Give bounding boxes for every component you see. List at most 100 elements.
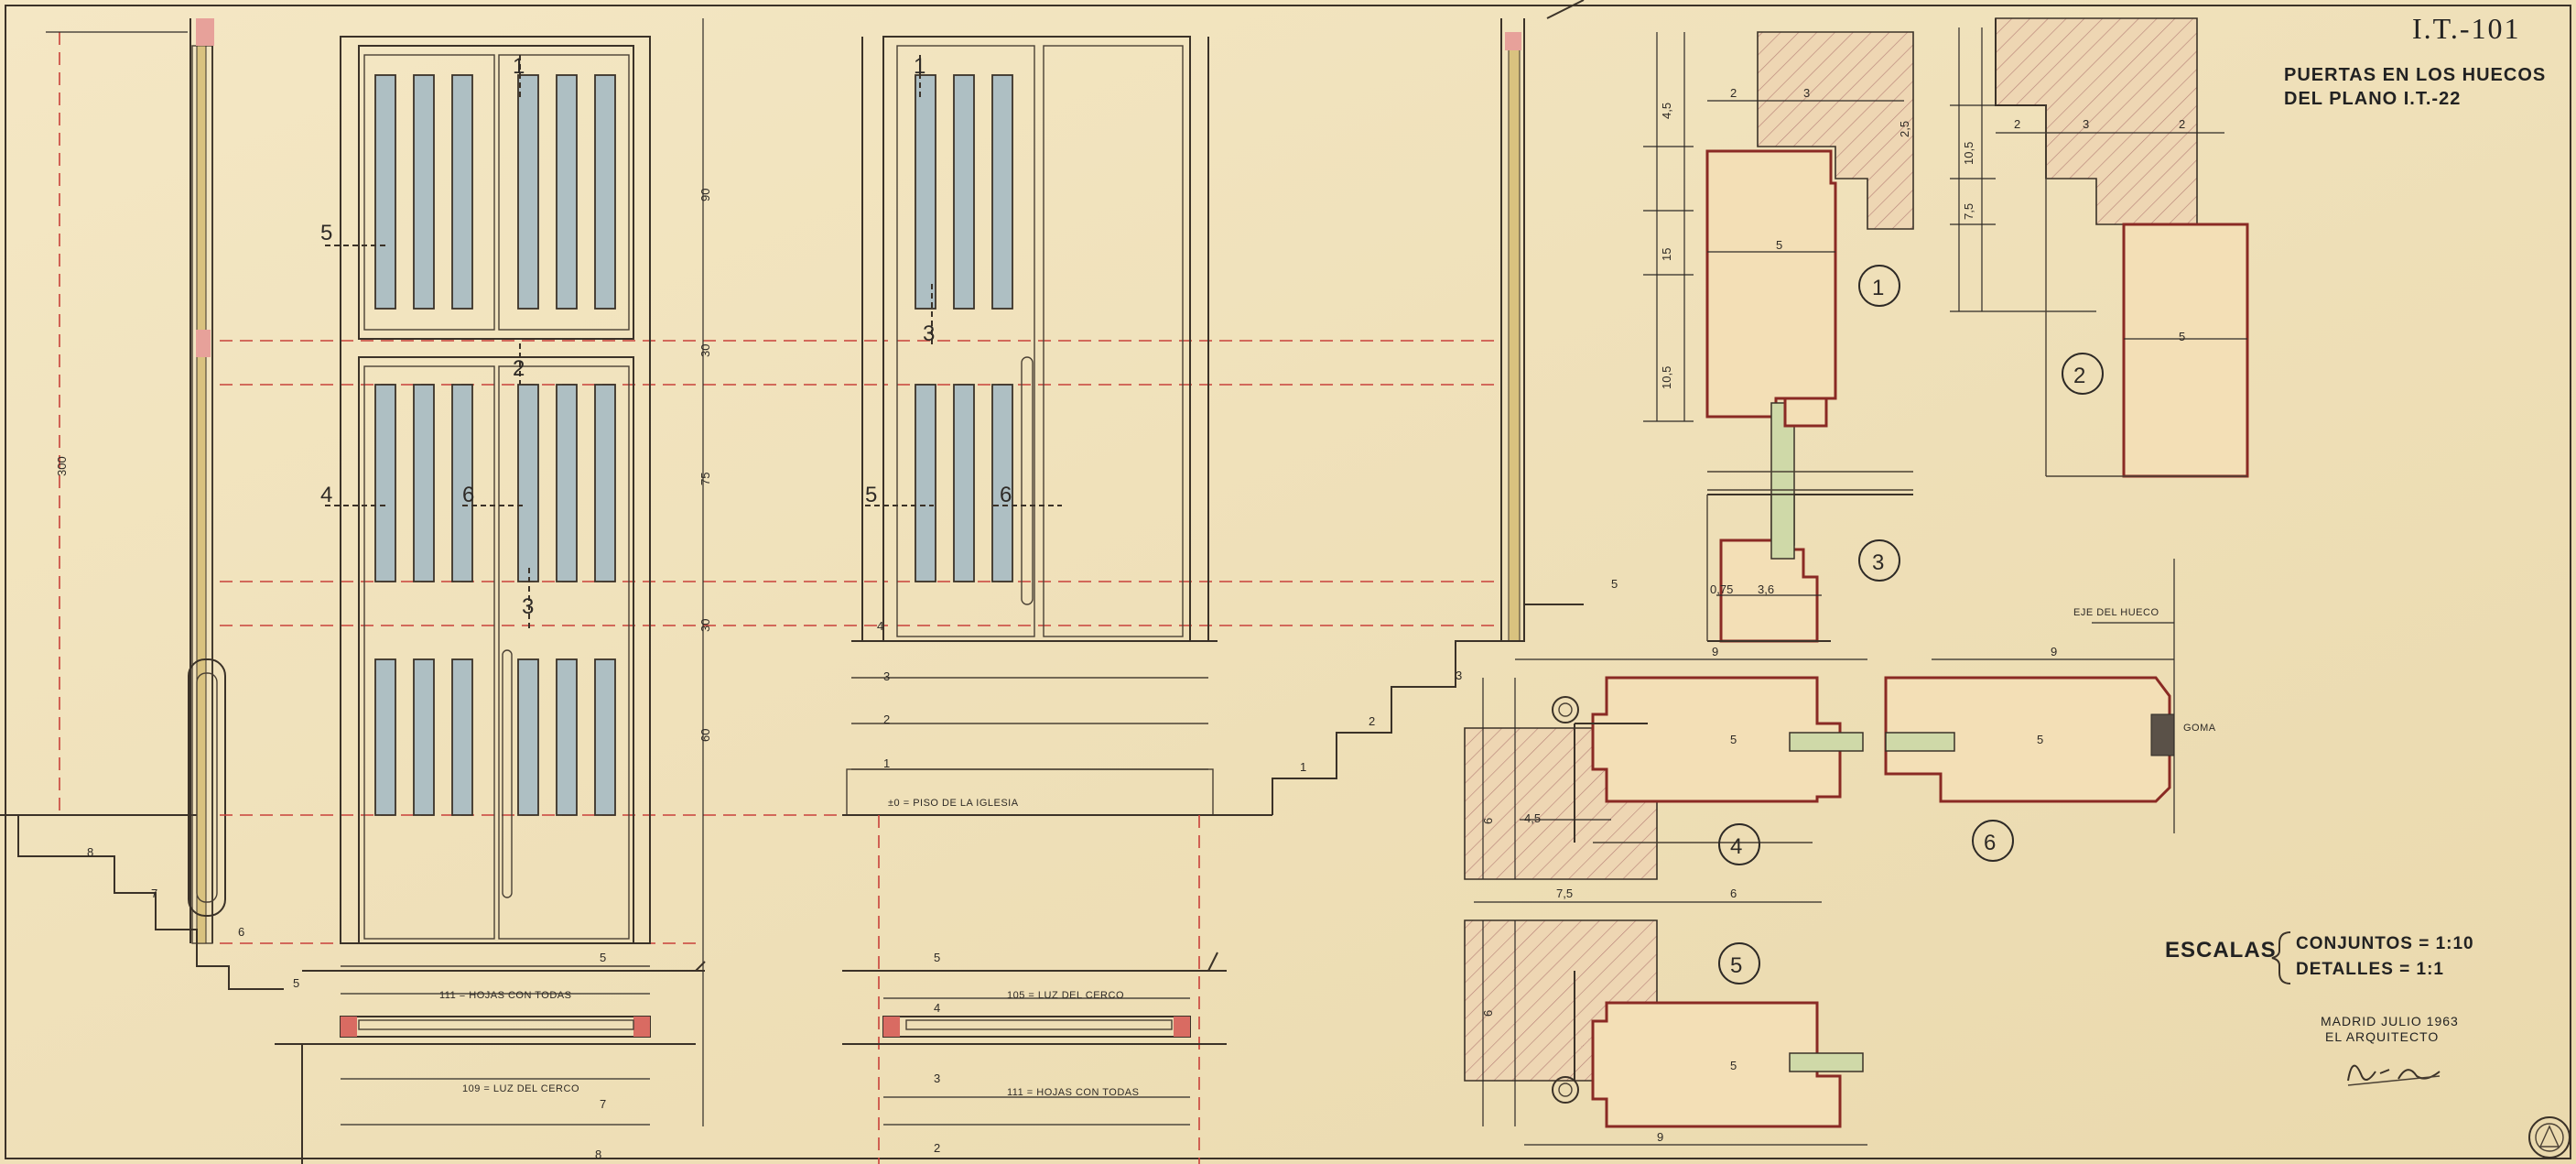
- section-mark-3a: 3: [522, 594, 534, 619]
- signature-block: MADRID JULIO 1963 EL ARQUITECTO: [2321, 1014, 2459, 1086]
- scale-conjuntos: CONJUNTOS = 1:10: [2296, 934, 2474, 953]
- detail-3-number: 3: [1872, 550, 1884, 575]
- dim-d2p-step5: 5: [934, 951, 940, 964]
- section-mark-6b: 6: [1000, 483, 1012, 507]
- dim-step-8b: 8: [595, 1148, 601, 1161]
- dim-60: 60: [698, 729, 712, 742]
- dim-d1-15: 15: [1660, 248, 1673, 261]
- door-2-elevation: [842, 36, 1272, 816]
- dim-height-300: 300: [55, 456, 69, 476]
- dim-30a: 30: [698, 344, 712, 357]
- section-mark-6a: 6: [462, 483, 474, 507]
- dim-d5-9: 9: [1657, 1130, 1663, 1144]
- section-mark-3b: 3: [923, 321, 935, 346]
- dim-d2d-5: 5: [2179, 330, 2185, 343]
- dim-d6-9: 9: [2051, 645, 2057, 658]
- scales-block: ESCALAS CONJUNTOS = 1:10 DETALLES = 1:1: [2165, 931, 2474, 985]
- detail-4: [1464, 658, 1867, 903]
- dim-st-5: 5: [1611, 577, 1618, 591]
- dim-d4-6: 6: [1730, 887, 1737, 900]
- center-lines: [220, 340, 1501, 944]
- note-luz-del-cerco-2: 105 = LUZ DEL CERCO: [1007, 990, 1124, 1001]
- detail-1-number: 1: [1872, 276, 1884, 300]
- dim-d1-3: 3: [1803, 86, 1810, 100]
- dim-d1-105: 10,5: [1660, 366, 1673, 389]
- note-goma: GOMA: [2183, 723, 2216, 734]
- section-marks-door1: [325, 55, 530, 632]
- detail-2-number: 2: [2073, 364, 2085, 388]
- dim-d5-5: 5: [1730, 1059, 1737, 1072]
- detail-6-number: 6: [1984, 831, 1996, 855]
- dim-d2d-105: 10,5: [1962, 142, 1975, 165]
- dim-d6-5: 5: [2037, 733, 2043, 746]
- door-1-elevation: [340, 18, 704, 1126]
- dim-d2p-step3: 3: [934, 1072, 940, 1085]
- detail-4-number: 4: [1730, 834, 1742, 859]
- door-1-plan: [275, 961, 706, 1164]
- dim-d3-36: 3,6: [1758, 582, 1774, 596]
- dim-step-7: 7: [151, 887, 157, 900]
- dim-step-7b: 7: [600, 1097, 606, 1111]
- title-block: I.T.-101 PUERTAS EN LOS HUECOS DEL PLANO…: [2284, 12, 2546, 109]
- dim-d1-2: 2: [1730, 86, 1737, 100]
- dim-30b: 30: [698, 619, 712, 632]
- dim-step-5a: 5: [293, 976, 299, 990]
- sheet-title-line2: DEL PLANO I.T.-22: [2284, 89, 2461, 109]
- dim-d1-5: 5: [1776, 238, 1782, 252]
- dim-d2d-3: 3: [2083, 117, 2089, 131]
- scale-detalles: DETALLES = 1:1: [2296, 960, 2444, 979]
- dim-d2p-step2: 2: [934, 1141, 940, 1155]
- dim-d4-45: 4,5: [1524, 811, 1541, 825]
- dim-d2d-75: 7,5: [1962, 203, 1975, 220]
- dim-d1-45: 4,5: [1660, 103, 1673, 119]
- detail-6: [1884, 559, 2175, 862]
- detail-5-number: 5: [1730, 953, 1742, 978]
- section-mark-2: 2: [513, 356, 525, 381]
- dim-d5-6: 6: [1481, 1010, 1495, 1017]
- dim-d4-5: 5: [1730, 733, 1737, 746]
- dim-d3-075: 0,75: [1710, 582, 1733, 596]
- note-piso-iglesia: ±0 = PISO DE LA IGLESIA: [888, 798, 1019, 809]
- dim-d4-6v: 6: [1481, 818, 1495, 824]
- section-marks-door2: [865, 55, 1062, 506]
- signature-place-date: MADRID JULIO 1963: [2321, 1014, 2459, 1028]
- dim-d2p-step4: 4: [934, 1001, 940, 1015]
- note-hojas-con-todas-2: 111 = HOJAS CON TODAS: [1007, 1087, 1139, 1098]
- detail-5: [1464, 919, 1867, 1146]
- left-section-elevation: [0, 18, 284, 990]
- sheet-title-line1: PUERTAS EN LOS HUECOS: [2284, 65, 2546, 85]
- section-mark-5b: 5: [865, 483, 877, 507]
- note-luz-del-cerco-1: 109 = LUZ DEL CERCO: [462, 1083, 579, 1094]
- section-mark-4: 4: [320, 483, 332, 507]
- dim-d2-step1: 1: [883, 756, 890, 770]
- section-mark-5a: 5: [320, 221, 332, 245]
- dim-d2-step2: 2: [883, 713, 890, 726]
- dim-d2d-2a: 2: [2014, 117, 2020, 131]
- dim-d4-9: 9: [1712, 645, 1718, 658]
- door-2-plan: [842, 815, 1227, 1164]
- section-mark-1a: 1: [513, 54, 525, 79]
- archive-seal: [2528, 1116, 2571, 1159]
- sheet-code: I.T.-101: [2412, 12, 2520, 45]
- dim-st-1: 1: [1300, 760, 1306, 774]
- detail-3: [1706, 494, 1913, 643]
- dim-d2-step3: 3: [883, 669, 890, 683]
- dim-d1-25: 2,5: [1898, 121, 1911, 137]
- sheet-border: [5, 5, 2571, 1159]
- dim-step-6: 6: [238, 925, 244, 939]
- dim-step-8: 8: [87, 845, 93, 859]
- section-mark-1b: 1: [914, 54, 925, 79]
- dim-d2-step4: 4: [877, 619, 883, 633]
- dim-75: 75: [698, 473, 712, 485]
- signature-role: EL ARQUITECTO: [2325, 1029, 2439, 1044]
- dim-90: 90: [698, 189, 712, 201]
- detail-2: [1950, 17, 2249, 478]
- dim-d2d-2b: 2: [2179, 117, 2185, 131]
- note-hojas-con-todas-1: 111 = HOJAS CON TODAS: [439, 990, 571, 1001]
- right-section-elevation: [1272, 0, 1585, 815]
- dim-st-3: 3: [1456, 669, 1462, 682]
- dim-d4-75: 7,5: [1556, 887, 1573, 900]
- scales-label: ESCALAS: [2165, 938, 2277, 963]
